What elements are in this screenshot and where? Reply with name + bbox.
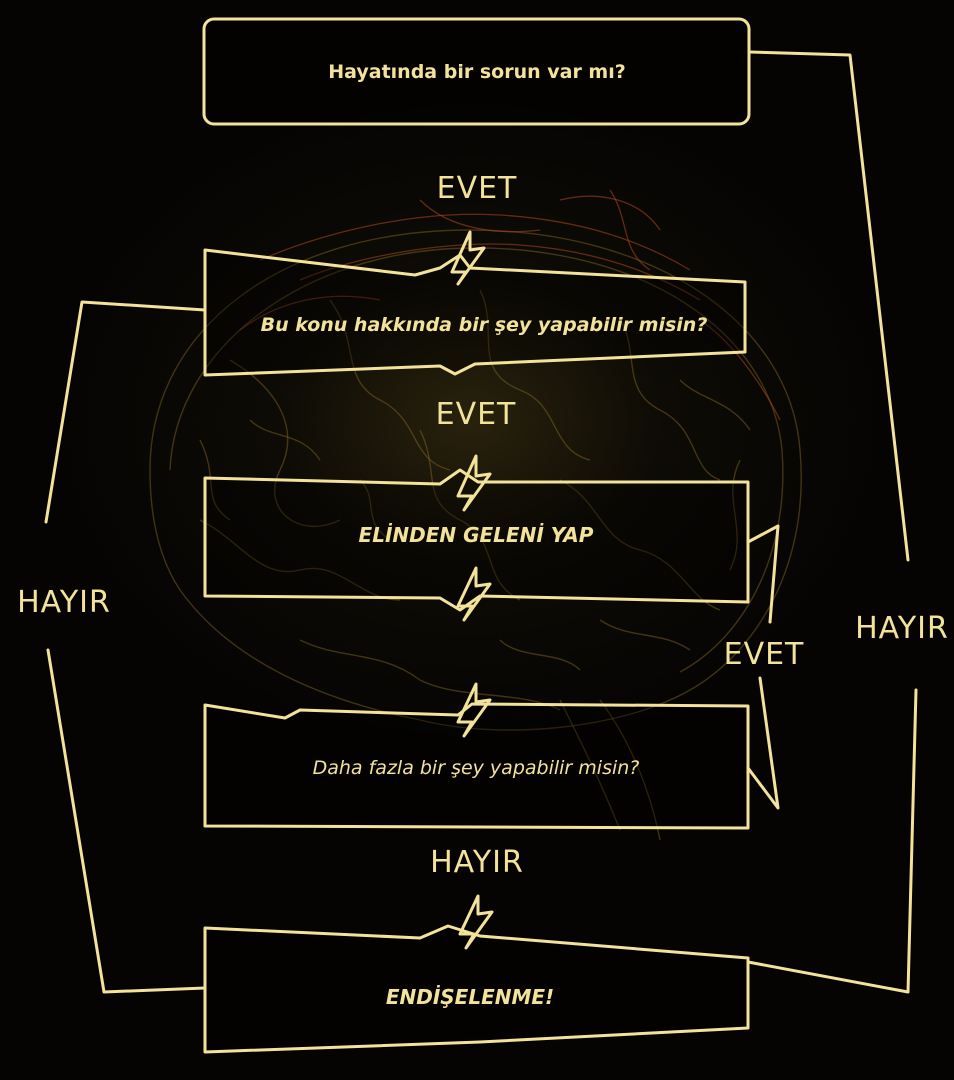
label-evet-1: EVET bbox=[437, 171, 518, 206]
question-box-2 bbox=[203, 248, 747, 377]
label-evet-2: EVET bbox=[436, 397, 517, 432]
connector-hayir-left-bottom bbox=[46, 648, 207, 994]
connector-hayir-right-bottom bbox=[746, 688, 918, 994]
connector-evet-loop-top bbox=[746, 524, 780, 624]
label-evet-3: EVET bbox=[724, 637, 805, 672]
question-box-1 bbox=[202, 17, 751, 126]
connector-evet-loop bbox=[746, 676, 780, 810]
label-hayir-bottom: HAYIR bbox=[430, 845, 524, 880]
lightning-icon bbox=[456, 566, 492, 622]
question-2-text: Bu konu hakkında bir şey yapabilir misin… bbox=[261, 314, 708, 336]
lightning-icon bbox=[456, 682, 492, 738]
question-1-text: Hayatında bir sorun var mı? bbox=[328, 61, 626, 83]
label-hayir-left: HAYIR bbox=[17, 585, 111, 620]
brain-sketch-illustration bbox=[149, 189, 802, 841]
action-box bbox=[203, 468, 750, 612]
question-3-text: Daha fazla bir şey yapabilir misin? bbox=[313, 757, 640, 779]
question-box-3 bbox=[203, 702, 750, 830]
lightning-icon bbox=[450, 230, 486, 286]
lightning-icon bbox=[458, 894, 494, 950]
lightning-icon bbox=[456, 454, 492, 512]
result-box bbox=[203, 924, 750, 1054]
result-text: ENDİŞELENME! bbox=[386, 985, 554, 1009]
connector-hayir-right-top bbox=[748, 50, 910, 562]
connector-hayir-left-top bbox=[44, 300, 207, 524]
label-hayir-right: HAYIR bbox=[855, 611, 949, 646]
action-text: ELİNDEN GELENİ YAP bbox=[359, 523, 594, 547]
